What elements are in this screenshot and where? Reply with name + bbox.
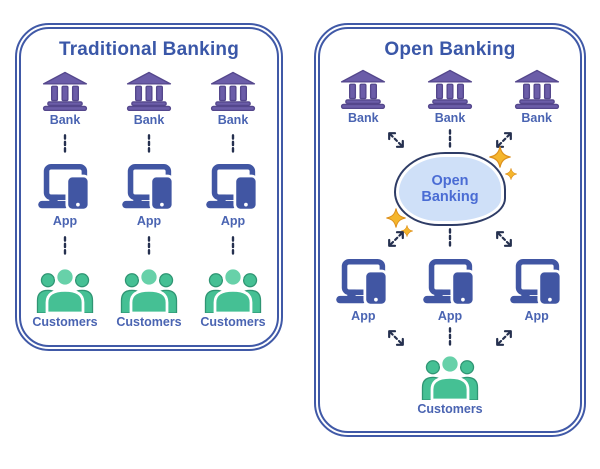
- app-node: App: [336, 259, 390, 323]
- traditional-banking-panel: Traditional Banking Bank App Customers: [15, 23, 283, 351]
- bank-icon: [514, 69, 560, 109]
- dashed-connector-icon: [230, 134, 236, 156]
- bank-node: Bank: [427, 69, 473, 125]
- dashed-connector-icon: [447, 327, 453, 349]
- traditional-column-2: Bank App Customers: [107, 63, 191, 337]
- dashed-arrow-icon: [385, 228, 407, 250]
- dashed-connector-icon: [62, 134, 68, 156]
- traditional-column-1: Bank App Customers: [23, 63, 107, 337]
- customers-group-icon: [36, 265, 94, 313]
- bank-icon: [210, 71, 256, 111]
- hub-label: Open Banking: [421, 172, 479, 205]
- app-label: App: [437, 309, 463, 323]
- apps-row: App App App: [320, 259, 580, 323]
- bank-label: Bank: [348, 111, 379, 125]
- hub-to-apps-connectors: [385, 227, 515, 251]
- traditional-banking-grid: Bank App Customers Bank: [21, 61, 277, 345]
- bank-node: Bank: [514, 69, 560, 125]
- app-label: App: [524, 309, 549, 323]
- app-label: App: [136, 213, 162, 228]
- dashed-arrow-icon: [493, 327, 515, 349]
- bank-label: Bank: [49, 112, 81, 127]
- dashed-arrow-icon: [385, 129, 407, 151]
- bank-icon: [42, 71, 88, 111]
- traditional-banking-title: Traditional Banking: [58, 39, 240, 60]
- customers-label: Customers: [32, 315, 98, 330]
- app-label: App: [351, 309, 376, 323]
- app-devices-icon: [206, 164, 260, 212]
- open-banking-title: Open Banking: [384, 39, 516, 60]
- app-node: App: [122, 164, 176, 228]
- customers-group-icon: [204, 265, 262, 313]
- apps-to-customers-connectors: [385, 326, 515, 350]
- open-banking-panel: Open Banking Bank Bank Bank: [314, 23, 586, 437]
- open-banking-hub: Open Banking: [396, 154, 504, 224]
- bank-label: Bank: [521, 111, 552, 125]
- customers-node: Customers: [417, 352, 483, 416]
- bank-icon: [126, 71, 172, 111]
- bank-icon: [340, 69, 386, 109]
- dashed-arrow-icon: [385, 327, 407, 349]
- app-devices-icon: [423, 259, 477, 307]
- customers-label: Customers: [417, 402, 483, 416]
- dashed-connector-icon: [146, 236, 152, 258]
- hub-cloud: Open Banking: [396, 154, 504, 224]
- bank-node: Bank: [340, 69, 386, 125]
- customers-node: Customers: [32, 265, 98, 330]
- app-node: App: [38, 164, 92, 228]
- dashed-arrow-icon: [493, 228, 515, 250]
- app-node: App: [510, 259, 564, 323]
- bank-node: Bank: [126, 71, 172, 127]
- app-label: App: [52, 213, 78, 228]
- bank-node: Bank: [210, 71, 256, 127]
- app-devices-icon: [38, 164, 92, 212]
- bank-icon: [427, 69, 473, 109]
- customers-label: Customers: [200, 315, 266, 330]
- bank-node: Bank: [42, 71, 88, 127]
- customers-node: Customers: [116, 265, 182, 330]
- customers-group-icon: [120, 265, 178, 313]
- customers-node: Customers: [200, 265, 266, 330]
- bank-label: Bank: [434, 111, 466, 125]
- dashed-connector-icon: [146, 134, 152, 156]
- traditional-column-3: Bank App Customers: [191, 63, 275, 337]
- customers-group-icon: [421, 352, 479, 400]
- bank-label: Bank: [217, 112, 249, 127]
- app-label: App: [220, 213, 246, 228]
- banks-row: Bank Bank Bank: [320, 69, 580, 125]
- dashed-connector-icon: [230, 236, 236, 258]
- app-node: App: [206, 164, 260, 228]
- customers-label: Customers: [116, 315, 182, 330]
- app-devices-icon: [122, 164, 176, 212]
- app-node: App: [423, 259, 477, 323]
- dashed-connector-icon: [447, 129, 453, 151]
- dashed-connector-icon: [62, 236, 68, 258]
- app-devices-icon: [336, 259, 390, 307]
- app-devices-icon: [510, 259, 564, 307]
- sparkle-star-icon: [505, 168, 517, 180]
- sparkle-star-icon: [489, 146, 511, 168]
- bank-label: Bank: [133, 112, 165, 127]
- dashed-connector-icon: [447, 228, 453, 250]
